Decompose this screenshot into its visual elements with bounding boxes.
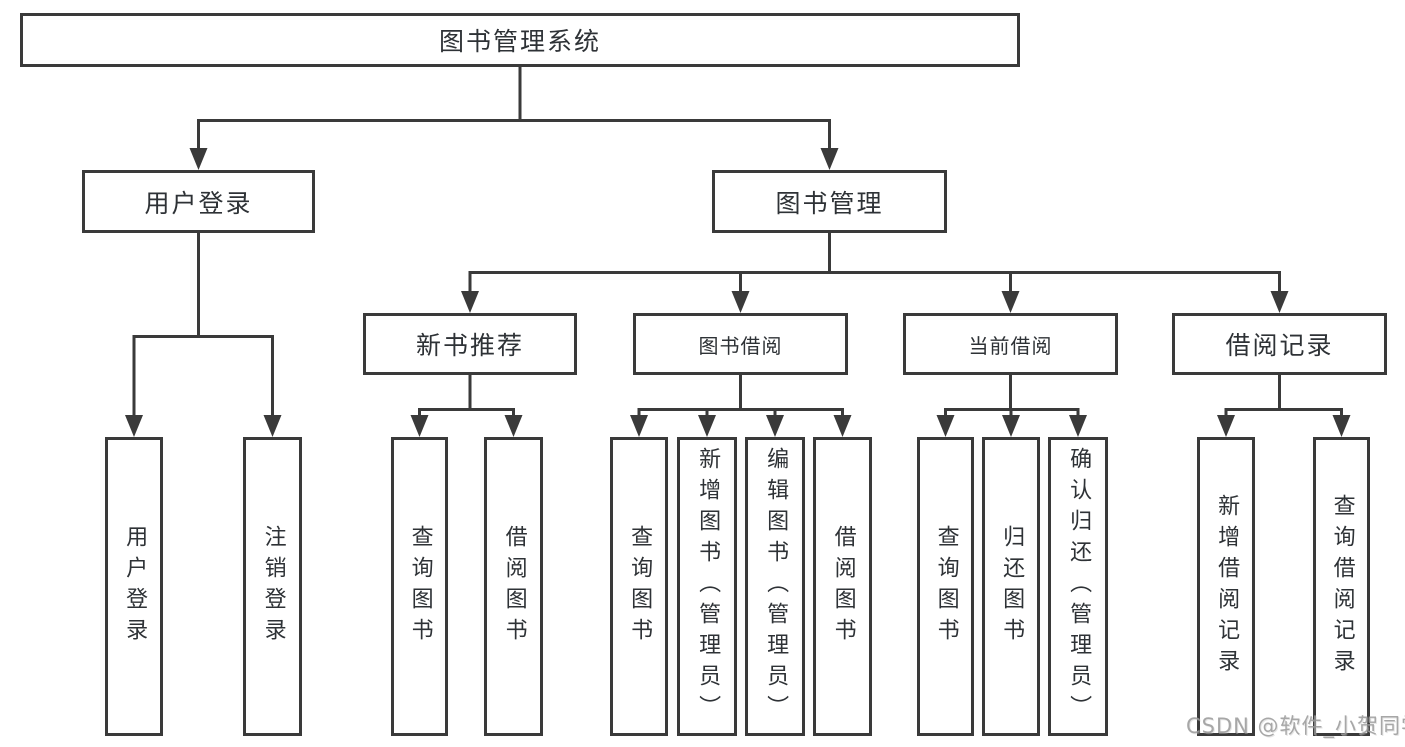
node-label: 用户登录 bbox=[122, 524, 148, 649]
node-label: 注销登录 bbox=[260, 524, 286, 649]
csdn-watermark: CSDN @软件_小贺同学 bbox=[1186, 714, 1405, 738]
node-label: 用户登录 bbox=[144, 188, 253, 218]
leaf-borrow-books-recommend: 借阅图书 bbox=[484, 437, 543, 736]
node-label: 借阅记录 bbox=[1225, 331, 1334, 360]
node-label: 新增图书（管理员） bbox=[695, 447, 721, 726]
leaf-user-login: 用户登录 bbox=[105, 437, 163, 736]
node-label: 图书管理 bbox=[775, 188, 884, 218]
leaf-edit-books-admin: 编辑图书（管理员） bbox=[745, 437, 805, 736]
leaf-query-books-recommend: 查询图书 bbox=[391, 437, 448, 736]
leaf-logout: 注销登录 bbox=[243, 437, 302, 736]
leaf-query-books-borrowing: 查询图书 bbox=[610, 437, 668, 736]
node-borrowing-records: 借阅记录 bbox=[1172, 313, 1387, 375]
node-new-book-recommendation: 新书推荐 bbox=[363, 313, 577, 375]
node-label: 确认归还（管理员） bbox=[1066, 447, 1092, 726]
leaf-add-books-admin: 新增图书（管理员） bbox=[677, 437, 737, 736]
node-current-borrowing: 当前借阅 bbox=[903, 313, 1118, 375]
connector-lines bbox=[132, 66, 1343, 420]
leaf-query-borrow-record: 查询借阅记录 bbox=[1313, 437, 1370, 736]
node-label: 图书借阅 bbox=[698, 333, 783, 358]
node-book-management: 图书管理 bbox=[712, 170, 947, 233]
leaf-add-borrow-record: 新增借阅记录 bbox=[1197, 437, 1255, 736]
leaf-return-books: 归还图书 bbox=[982, 437, 1040, 736]
node-label: 新书推荐 bbox=[415, 331, 524, 360]
leaf-query-books-current: 查询图书 bbox=[917, 437, 974, 736]
node-label: 查询图书 bbox=[627, 524, 653, 649]
node-label: 归还图书 bbox=[999, 524, 1025, 649]
leaf-borrow-books-borrowing: 借阅图书 bbox=[813, 437, 872, 736]
node-label: 查询图书 bbox=[933, 524, 959, 649]
node-label: 当前借阅 bbox=[968, 333, 1053, 358]
node-label: 查询借阅记录 bbox=[1329, 493, 1355, 680]
node-label: 编辑图书（管理员） bbox=[763, 447, 789, 726]
node-library-management-system: 图书管理系统 bbox=[20, 13, 1020, 67]
node-label: 查询图书 bbox=[407, 524, 433, 649]
node-user-login: 用户登录 bbox=[82, 170, 315, 233]
node-label: 借阅图书 bbox=[830, 524, 856, 649]
node-book-borrowing: 图书借阅 bbox=[633, 313, 848, 375]
node-label: 新增借阅记录 bbox=[1214, 493, 1240, 680]
arrowheads bbox=[125, 148, 1351, 437]
leaf-confirm-return-admin: 确认归还（管理员） bbox=[1048, 437, 1108, 736]
node-label: 借阅图书 bbox=[501, 524, 527, 649]
node-label: 图书管理系统 bbox=[438, 27, 601, 56]
